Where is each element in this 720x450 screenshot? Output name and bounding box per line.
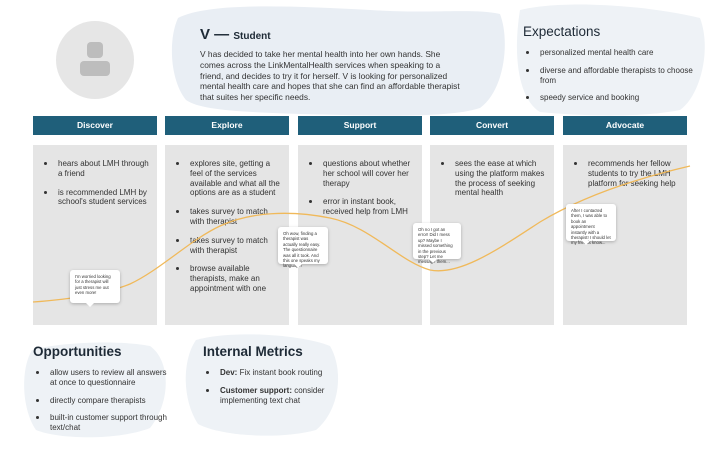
stage-item: takes survey to match with therapist — [173, 236, 283, 256]
quote-bubble: Oh wow, finding a therapist was actually… — [278, 227, 328, 268]
metric-label: Dev: — [220, 368, 238, 377]
stage-item: recommends her fellow students to try th… — [571, 159, 681, 188]
stage-item: takes survey to match with therapist — [173, 207, 283, 227]
expectations-section: Expectations personalized mental health … — [523, 24, 698, 111]
opportunities-section: Opportunities allow users to review all … — [33, 344, 173, 441]
stage-item: error in instant book, received help fro… — [306, 197, 416, 217]
expectation-item: diverse and affordable therapists to cho… — [523, 66, 698, 86]
metric-item: Customer support: consider implementing … — [203, 386, 343, 406]
stage-item: browse available therapists, make an app… — [173, 264, 283, 293]
internal-metrics-heading: Internal Metrics — [203, 344, 303, 359]
stage-header: Advocate — [563, 116, 687, 135]
quote-bubble: I'm worried looking for a therapist will… — [70, 270, 120, 307]
internal-metrics-section: Internal Metrics Dev: Fix instant book r… — [203, 344, 343, 413]
stage-column-advocate: Advocate recommends her fellow students … — [563, 116, 687, 325]
expectations-heading: Expectations — [523, 24, 601, 39]
expectation-item: personalized mental health care — [523, 48, 698, 58]
stage-body: explores site, getting a feel of the ser… — [165, 145, 289, 325]
persona-role: Student — [233, 31, 271, 42]
persona-description: V has decided to take her mental health … — [200, 49, 460, 103]
stage-header: Support — [298, 116, 422, 135]
opportunities-heading: Opportunities — [33, 344, 122, 359]
stage-item: sees the ease at which using the platfor… — [438, 159, 548, 198]
stage-column-explore: Explore explores site, getting a feel of… — [165, 116, 289, 325]
expectation-item: speedy service and booking — [523, 93, 698, 103]
persona-avatar — [56, 21, 134, 99]
opportunity-item: built-in customer support through text/c… — [33, 413, 173, 433]
stage-item: explores site, getting a feel of the ser… — [173, 159, 283, 198]
opportunity-item: allow users to review all answers at onc… — [33, 368, 173, 388]
stage-item: hears about LMH through a friend — [41, 159, 151, 179]
stage-item: is recommended LMH by school's student s… — [41, 188, 151, 208]
stage-header: Discover — [33, 116, 157, 135]
stage-header: Explore — [165, 116, 289, 135]
persona-title: V — Student — [200, 26, 462, 43]
stage-header: Convert — [430, 116, 554, 135]
opportunity-item: directly compare therapists — [33, 396, 173, 406]
metric-item: Dev: Fix instant book routing — [203, 368, 343, 378]
metric-text: consider implementing text chat — [220, 385, 325, 405]
stage-item: questions about whether her school will … — [306, 159, 416, 188]
quote-bubble: After I contacted them, I was able to bo… — [566, 204, 616, 245]
stage-column-convert: Convert sees the ease at which using the… — [430, 116, 554, 325]
quote-bubble: Oh no I got an error! Did I mess up? May… — [413, 223, 461, 264]
stage-column-support: Support questions about whether her scho… — [298, 116, 422, 325]
persona-card: V — Student V has decided to take her me… — [200, 26, 462, 103]
stage-column-discover: Discover hears about LMH through a frien… — [33, 116, 157, 325]
metric-label: Customer support: — [220, 385, 292, 395]
persona-name: V — — [200, 26, 230, 43]
person-silhouette-icon — [80, 42, 110, 76]
metric-text: Fix instant book routing — [239, 368, 323, 377]
